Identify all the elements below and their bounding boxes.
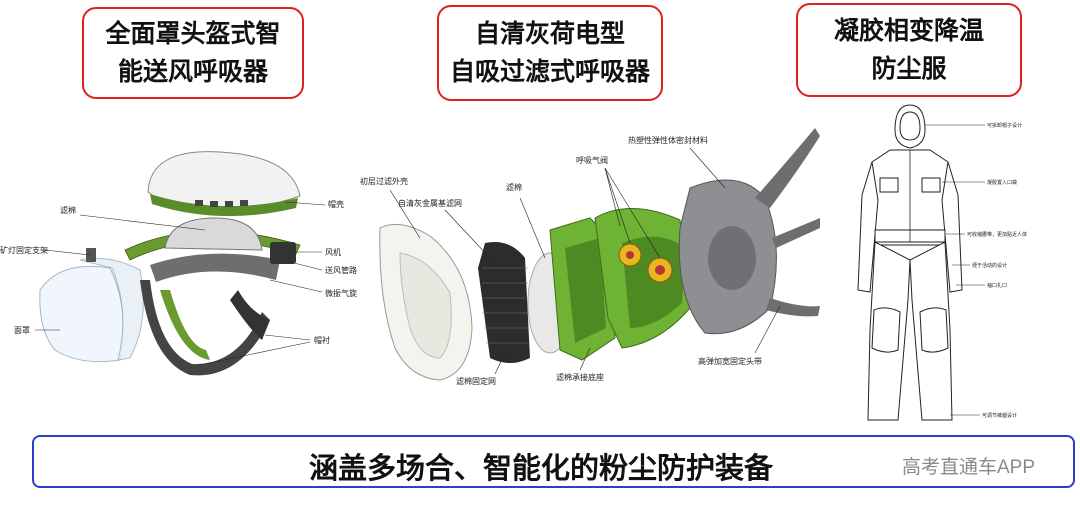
watermark: 高考直通车APP bbox=[902, 457, 1036, 478]
label-resuxing: 热塑性弹性体密封材料 bbox=[628, 135, 708, 145]
suit-right-sleeve bbox=[941, 161, 963, 293]
label-mianzhao: 面罩 bbox=[14, 326, 30, 335]
fan-unit bbox=[270, 242, 296, 264]
metal-mesh-filter bbox=[478, 242, 530, 363]
suit-pocket-left bbox=[879, 177, 899, 193]
suit-pocket-right bbox=[921, 177, 941, 193]
helmet-liner bbox=[140, 280, 270, 376]
title-line: 能送风呼吸器 bbox=[117, 57, 268, 86]
title-line: 全面罩头盔式智 bbox=[105, 19, 281, 48]
label-maoke: 帽壳 bbox=[328, 199, 344, 209]
label-gaotan: 高弹加宽固定头带 bbox=[698, 356, 762, 366]
suit-left-sleeve bbox=[857, 161, 879, 293]
label-ziqing: 自清灰金属基滤网 bbox=[398, 198, 462, 208]
label-bianyu: 便于活动的设计 bbox=[972, 262, 1007, 269]
title-line: 自吸过滤式呼吸器 bbox=[449, 57, 650, 86]
label-ningjiao: 凝胶置入口袋 bbox=[987, 179, 1017, 186]
face-visor bbox=[39, 265, 124, 363]
label-songfeng: 送风管路 bbox=[325, 265, 357, 275]
helmet-shell-rim bbox=[150, 194, 298, 217]
label-shousuo: 可收缩腰带，更加贴近人体 bbox=[967, 231, 1027, 238]
helmet-inner-dome bbox=[164, 217, 263, 251]
title-line: 凝胶相变降温 bbox=[833, 16, 984, 45]
label-xiukou: 袖口扎口 bbox=[987, 282, 1007, 289]
label-lvmian-chengjie: 滤棉承接底座 bbox=[556, 372, 604, 382]
label-kutui: 可调节裤腿设计 bbox=[982, 412, 1017, 419]
label-lvmian-guding: 滤棉固定网 bbox=[456, 376, 496, 386]
cooling-suit-drawing: 可拆卸帽子设计 凝胶置入口袋 可收缩腰带，更加贴近人体 便于活动的设计 袖口扎口… bbox=[857, 104, 1027, 421]
head-strap-top bbox=[755, 128, 820, 208]
label-lvmian: 滤棉 bbox=[60, 205, 76, 215]
title-box-self-cleaning-respirator: 自清灰荷电型 自吸过滤式呼吸器 bbox=[437, 5, 663, 101]
label-maozi: 可拆卸帽子设计 bbox=[987, 122, 1022, 129]
footer-caption: 涵盖多场合、智能化的粉尘防护装备 bbox=[309, 451, 774, 485]
label-weizhen: 微振气旋 bbox=[325, 288, 357, 298]
label-fengji: 风机 bbox=[325, 247, 341, 257]
helmet-exploded-diagram: 滤棉 帽壳 矿灯固定支架 风机 送风管路 微振气旋 面罩 帽衬 bbox=[0, 151, 357, 376]
title-line: 防尘服 bbox=[871, 54, 947, 83]
title-line: 自清灰荷电型 bbox=[474, 19, 625, 48]
label-huxiqifa: 呼吸气阀 bbox=[576, 155, 608, 165]
respirator-exploded-diagram: 初层过滤外壳 自清灰金属基滤网 滤棉 呼吸气阀 热塑性弹性体密封材料 滤棉固定网… bbox=[360, 128, 820, 386]
head-strap-bottom bbox=[766, 298, 820, 317]
label-kuangdeng: 矿灯固定支架 bbox=[0, 245, 48, 255]
title-box-cooling-suit: 凝胶相变降温 防尘服 bbox=[796, 3, 1022, 97]
label-lvmian: 滤棉 bbox=[506, 182, 522, 192]
footer-banner: 涵盖多场合、智能化的粉尘防护装备 高考直通车APP bbox=[32, 435, 1075, 488]
label-maochen: 帽衬 bbox=[314, 335, 330, 345]
title-box-helmet-respirator: 全面罩头盔式智 能送风呼吸器 bbox=[82, 7, 304, 99]
label-chuceng: 初层过滤外壳 bbox=[360, 176, 408, 186]
